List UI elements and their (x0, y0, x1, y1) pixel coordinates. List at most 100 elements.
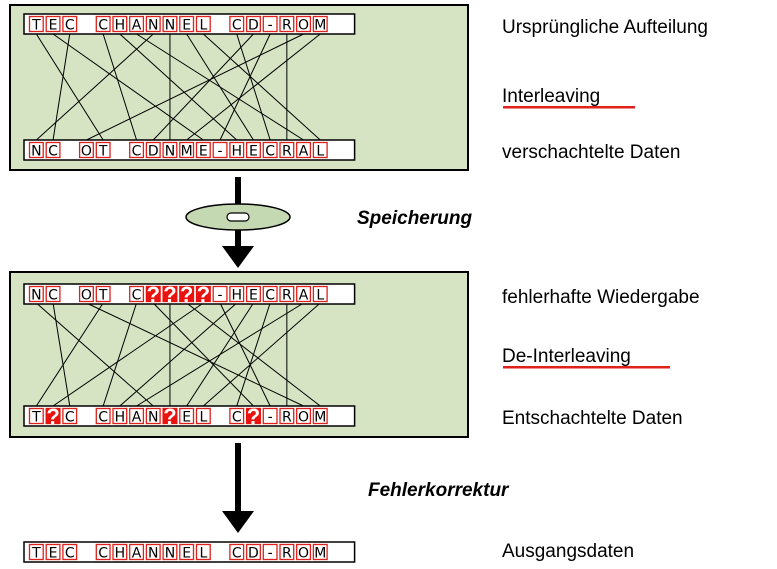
mapping-line (36, 33, 154, 141)
cell-char: C (232, 18, 242, 34)
deinterleaving-lines (35, 302, 321, 407)
data-cell (112, 543, 128, 561)
cell-char: O (81, 288, 92, 304)
cell-char: C (65, 18, 75, 34)
cell-char: N (31, 144, 41, 160)
cell-char: O (298, 18, 309, 34)
cell-char: C (232, 410, 242, 426)
data-cell (95, 543, 111, 561)
data-cell (229, 141, 245, 159)
data-cell (179, 407, 195, 425)
cell-char: T (31, 18, 41, 34)
underline-interleaving (503, 106, 635, 109)
cell-char: D (248, 546, 259, 562)
cell-char: C (265, 288, 275, 304)
data-cell (78, 285, 94, 303)
label-deinterleaved: Entschachtelte Daten (502, 408, 683, 429)
cell-char: M (181, 144, 193, 160)
mapping-line (152, 302, 254, 407)
cell-char: - (218, 144, 223, 160)
mapping-line (35, 302, 104, 407)
disc-hole-icon (226, 212, 250, 222)
error-marker: ? (247, 404, 260, 429)
cell-char: N (165, 144, 175, 160)
data-cell (162, 15, 178, 33)
cell-char: N (31, 288, 41, 304)
cell-char: N (165, 546, 175, 562)
data-cell (296, 15, 312, 33)
data-cell (229, 543, 245, 561)
data-cell (45, 285, 61, 303)
data-cell (262, 407, 278, 425)
data-cell (229, 285, 245, 303)
data-cell (195, 407, 211, 425)
data-cell (145, 141, 161, 159)
cell-char: M (314, 546, 326, 562)
mapping-line (86, 302, 304, 407)
cell-char: C (98, 546, 108, 562)
data-cell (62, 407, 78, 425)
mapping-line (35, 33, 104, 141)
cell-char: C (265, 144, 275, 160)
cell-char: C (232, 546, 242, 562)
data-cell (112, 15, 128, 33)
error-cell (45, 407, 61, 425)
data-cell (45, 543, 61, 561)
cell-char: L (316, 288, 324, 304)
error-cell (145, 285, 161, 303)
data-cell (45, 141, 61, 159)
data-cell (95, 407, 111, 425)
cell-char: H (231, 144, 242, 160)
mapping-line (203, 302, 321, 407)
cell-char: N (148, 546, 158, 562)
data-cell (312, 285, 328, 303)
cell-char: M (314, 410, 326, 426)
data-cell (112, 407, 128, 425)
data-cell (95, 15, 111, 33)
data-cell (262, 141, 278, 159)
data-cell (162, 141, 178, 159)
data-cell (179, 15, 195, 33)
mapping-line (36, 302, 154, 407)
cell-char: R (282, 410, 292, 426)
data-cell (145, 15, 161, 33)
mapping-line (102, 302, 138, 407)
cell-char: M (314, 18, 326, 34)
cell-char: C (48, 144, 58, 160)
cell-char: T (31, 410, 41, 426)
label-correction: Fehlerkorrektur (368, 480, 510, 501)
data-cell (162, 543, 178, 561)
cell-char: E (182, 546, 191, 562)
data-cell (78, 141, 94, 159)
cell-char: R (282, 546, 292, 562)
cell-char: A (132, 18, 142, 34)
error-marker: ? (147, 282, 160, 307)
data-cell (312, 141, 328, 159)
cell-char: E (182, 18, 191, 34)
data-cell (195, 543, 211, 561)
mapping-line (102, 33, 138, 141)
cell-char: A (299, 144, 309, 160)
underline-deinterleaving (503, 366, 670, 369)
cell-char: E (249, 144, 258, 160)
cell-char: T (31, 546, 41, 562)
interleaving-lines (35, 33, 321, 141)
cell-char: O (81, 144, 92, 160)
data-cell (262, 543, 278, 561)
cell-char: H (115, 546, 126, 562)
mapping-line (52, 302, 204, 407)
data-cell (28, 285, 44, 303)
data-cell (145, 543, 161, 561)
error-cell (195, 285, 211, 303)
mapping-line (186, 302, 254, 407)
label-interleaved: verschachtelte Daten (502, 142, 681, 163)
data-cell (279, 285, 295, 303)
label-faulty: fehlerhafte Wiedergabe (502, 287, 700, 308)
mapping-line (186, 33, 321, 141)
cell-char: - (268, 546, 273, 562)
error-marker: ? (163, 282, 176, 307)
data-cell (28, 141, 44, 159)
